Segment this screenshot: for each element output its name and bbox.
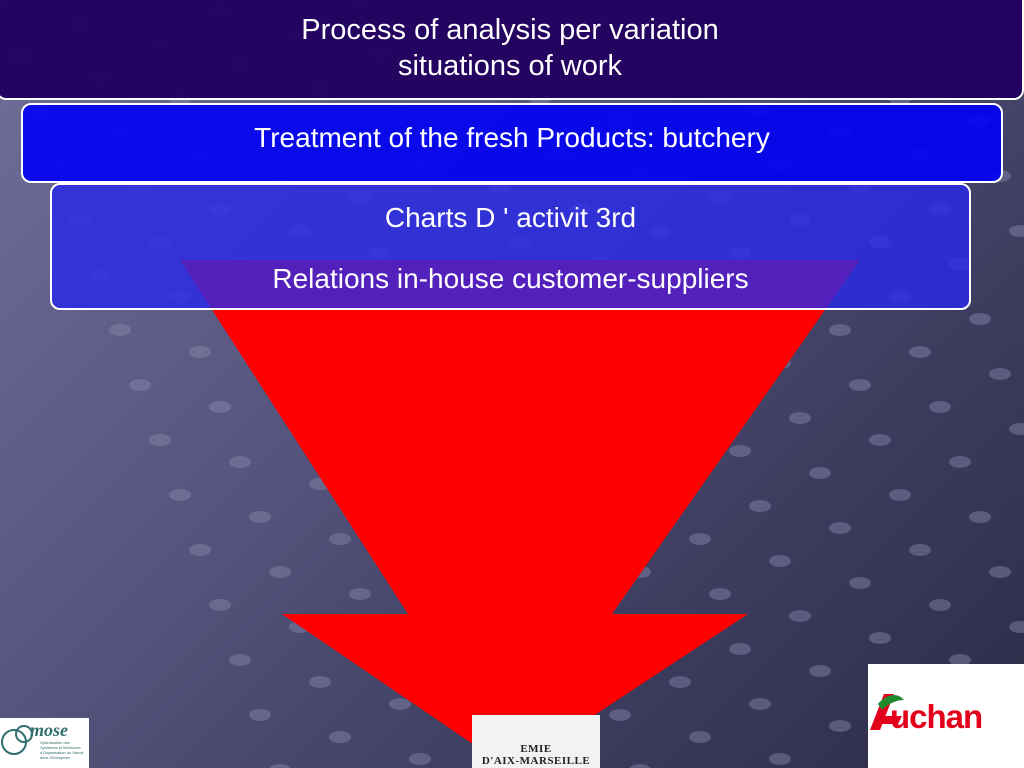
background-dot	[829, 522, 851, 534]
background-dot	[389, 698, 411, 710]
background-dot	[149, 434, 171, 446]
background-dot	[689, 731, 711, 743]
background-dot	[209, 599, 231, 611]
background-dot	[329, 731, 351, 743]
auchan-bird-icon	[870, 694, 904, 730]
background-dot	[409, 753, 431, 765]
background-dot	[969, 511, 991, 523]
background-dot	[229, 456, 251, 468]
academie-logo-line1: EMIE	[520, 743, 552, 755]
background-dot	[609, 709, 631, 721]
slide-title-line-2: situations of work	[397, 50, 623, 82]
background-dot	[189, 544, 211, 556]
background-dot	[809, 665, 831, 677]
background-dot	[889, 489, 911, 501]
background-dot	[669, 676, 691, 688]
background-dot	[809, 467, 831, 479]
content-line-1: Charts D ' activit 3rd	[384, 202, 637, 233]
background-dot	[909, 544, 931, 556]
background-dot	[1009, 225, 1024, 237]
background-dot	[909, 346, 931, 358]
background-dot	[269, 764, 291, 768]
background-dot	[709, 588, 731, 600]
background-dot	[629, 764, 651, 768]
background-dot	[849, 577, 871, 589]
background-dot	[729, 643, 751, 655]
background-dot	[249, 709, 271, 721]
arrow-shape	[180, 260, 860, 768]
background-dot	[129, 379, 151, 391]
background-dot	[209, 401, 231, 413]
content-box: Charts D ' activit 3rd Relations in-hous…	[50, 183, 971, 310]
background-dot	[869, 434, 891, 446]
background-dot	[829, 720, 851, 732]
slide-title-line-1: Process of analysis per variation	[301, 14, 719, 46]
slide-subtitle: Treatment of the fresh Products: butcher…	[254, 122, 770, 153]
osmose-emblem-icon	[1, 725, 33, 755]
osmose-logo-brand: mose	[30, 720, 68, 740]
background-dot	[749, 500, 771, 512]
background-dot	[269, 566, 291, 578]
background-dot	[729, 445, 751, 457]
subtitle-box: Treatment of the fresh Products: butcher…	[21, 103, 1003, 183]
background-dot	[309, 676, 331, 688]
background-dot	[789, 412, 811, 424]
background-dot	[949, 456, 971, 468]
background-dot	[329, 533, 351, 545]
osmose-logo: mose Optimisation des Systèmes et Méthod…	[0, 718, 89, 768]
background-dot	[769, 555, 791, 567]
background-dot	[949, 654, 971, 666]
content-line-2: Relations in-house customer-suppliers	[272, 263, 749, 294]
background-dot	[789, 610, 811, 622]
title-box: Process of analysis per variation situat…	[0, 0, 1024, 100]
background-dot	[1009, 621, 1024, 633]
background-dot	[829, 324, 851, 336]
academie-logo-line2: D'AIX-MARSEILLE	[481, 755, 591, 767]
background-dot	[689, 533, 711, 545]
background-dot	[989, 368, 1011, 380]
background-dot	[169, 489, 191, 501]
background-dot	[929, 599, 951, 611]
osmose-logo-tagline: Optimisation des Systèmes et Méthodes d'…	[40, 740, 84, 760]
background-dot	[109, 324, 131, 336]
background-dot	[349, 588, 371, 600]
background-dot	[969, 313, 991, 325]
background-dot	[229, 654, 251, 666]
background-dot	[989, 566, 1011, 578]
academie-logo: EMIE D'AIX-MARSEILLE	[472, 715, 600, 768]
background-dot	[929, 401, 951, 413]
background-dot	[249, 511, 271, 523]
background-dot	[749, 698, 771, 710]
background-dot	[869, 632, 891, 644]
background-dot	[189, 346, 211, 358]
background-dot	[1009, 423, 1024, 435]
background-dot	[849, 379, 871, 391]
auchan-logo: uchan	[868, 664, 1024, 768]
background-dot	[769, 753, 791, 765]
auchan-logo-word: uchan	[890, 698, 983, 735]
